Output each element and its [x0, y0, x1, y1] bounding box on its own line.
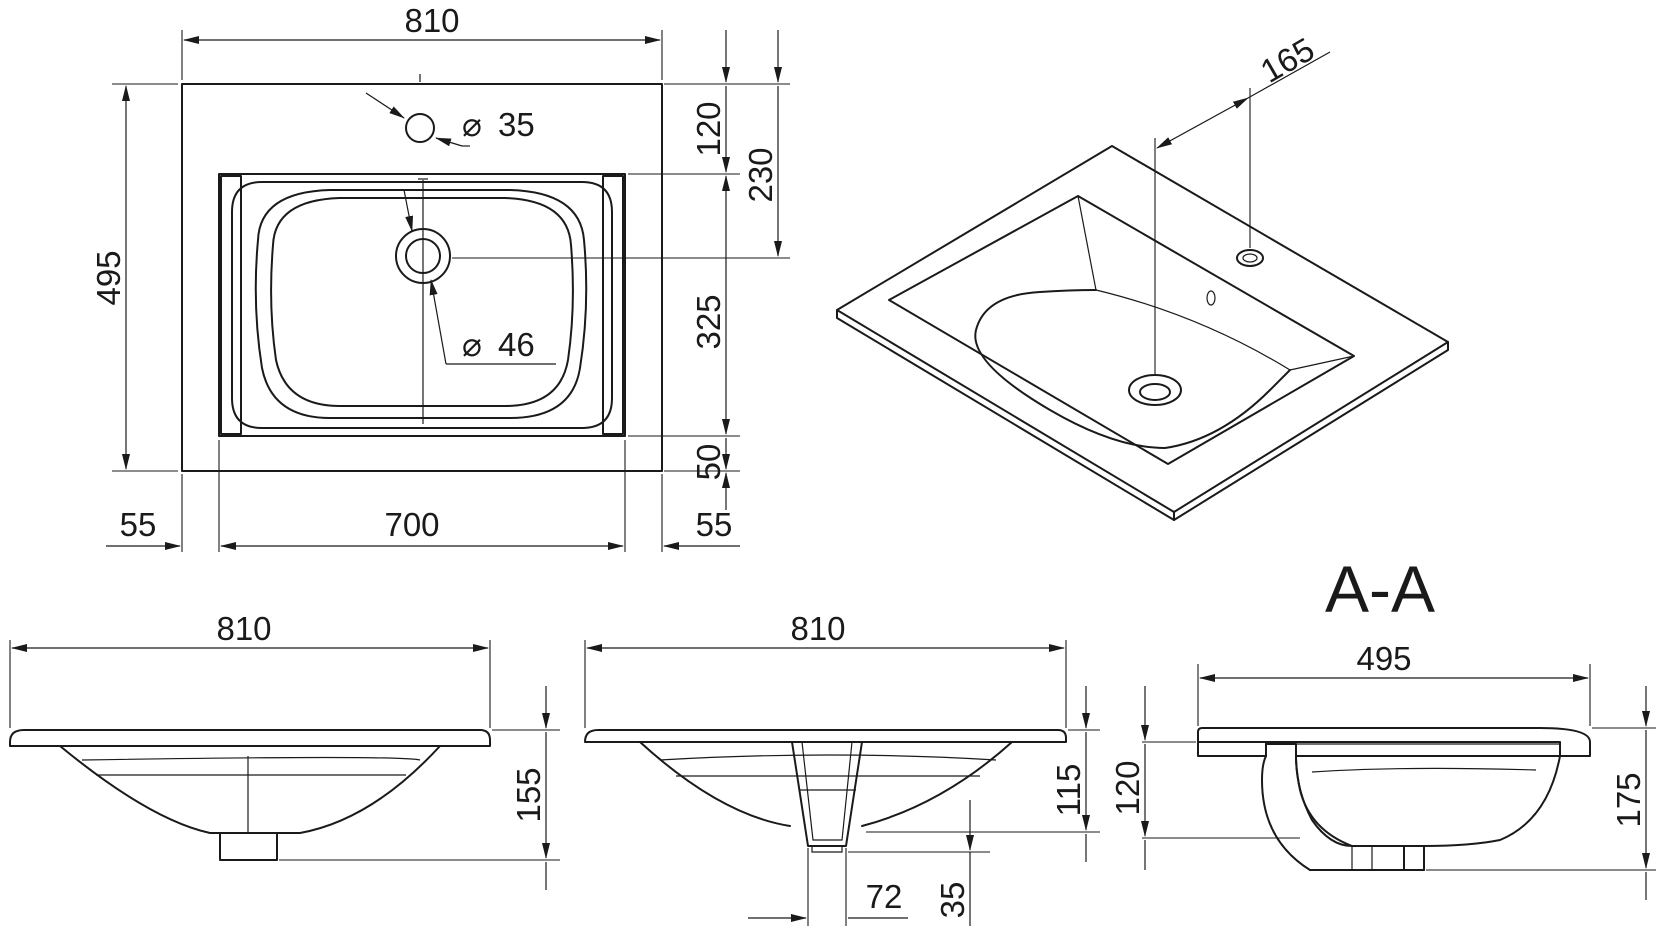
rim-pad-left [220, 175, 242, 435]
bowl-middle [254, 189, 588, 419]
top-view: ⌀ 35 ⌀ 46 810 495 55 700 55 [90, 2, 790, 552]
drain-diameter-symbol: ⌀ [462, 326, 482, 363]
front-height-label: 155 [510, 767, 547, 822]
tap-offset-label: 120 [690, 101, 727, 156]
drain-hole-inner [405, 238, 441, 274]
bowl-depth-label: 325 [690, 294, 727, 349]
front-view: 810 155 [9, 610, 560, 890]
section-view: A-A 495 120 175 [1109, 552, 1656, 900]
side-view: 810 115 72 35 [584, 610, 1100, 926]
drain-diameter-label: 46 [498, 326, 535, 363]
drain-depth-label: 35 [934, 882, 971, 919]
top-width-label: 810 [404, 2, 459, 39]
iso-view: 165 [836, 30, 1449, 521]
slab-outline [181, 83, 663, 472]
tap-hole [405, 113, 435, 143]
tap-hole-diameter-symbol: ⌀ [462, 106, 482, 143]
rim-pad-right [602, 175, 624, 435]
left-margin-label: 55 [120, 506, 157, 543]
bowl-outer [231, 181, 613, 429]
iso-tap-center-label: 165 [1254, 30, 1320, 90]
drain-width-label: 72 [866, 878, 903, 915]
side-height-label: 115 [1050, 764, 1087, 817]
drain-offset-label: 230 [742, 147, 779, 202]
side-width-label: 810 [790, 610, 845, 647]
section-total-height-label: 175 [1610, 772, 1647, 827]
tap-hole-diameter-label: 35 [498, 106, 535, 143]
right-margin-label: 55 [696, 506, 733, 543]
top-depth-label: 495 [90, 250, 127, 305]
section-title: A-A [1325, 552, 1435, 626]
bowl-rim [218, 173, 626, 437]
section-depth-label: 495 [1356, 640, 1411, 677]
section-bowl-height-label: 120 [1109, 760, 1146, 815]
front-margin-label: 50 [690, 444, 727, 481]
bowl-width-label: 700 [384, 506, 439, 543]
front-width-label: 810 [216, 610, 271, 647]
drain-hole-outer [395, 228, 451, 284]
